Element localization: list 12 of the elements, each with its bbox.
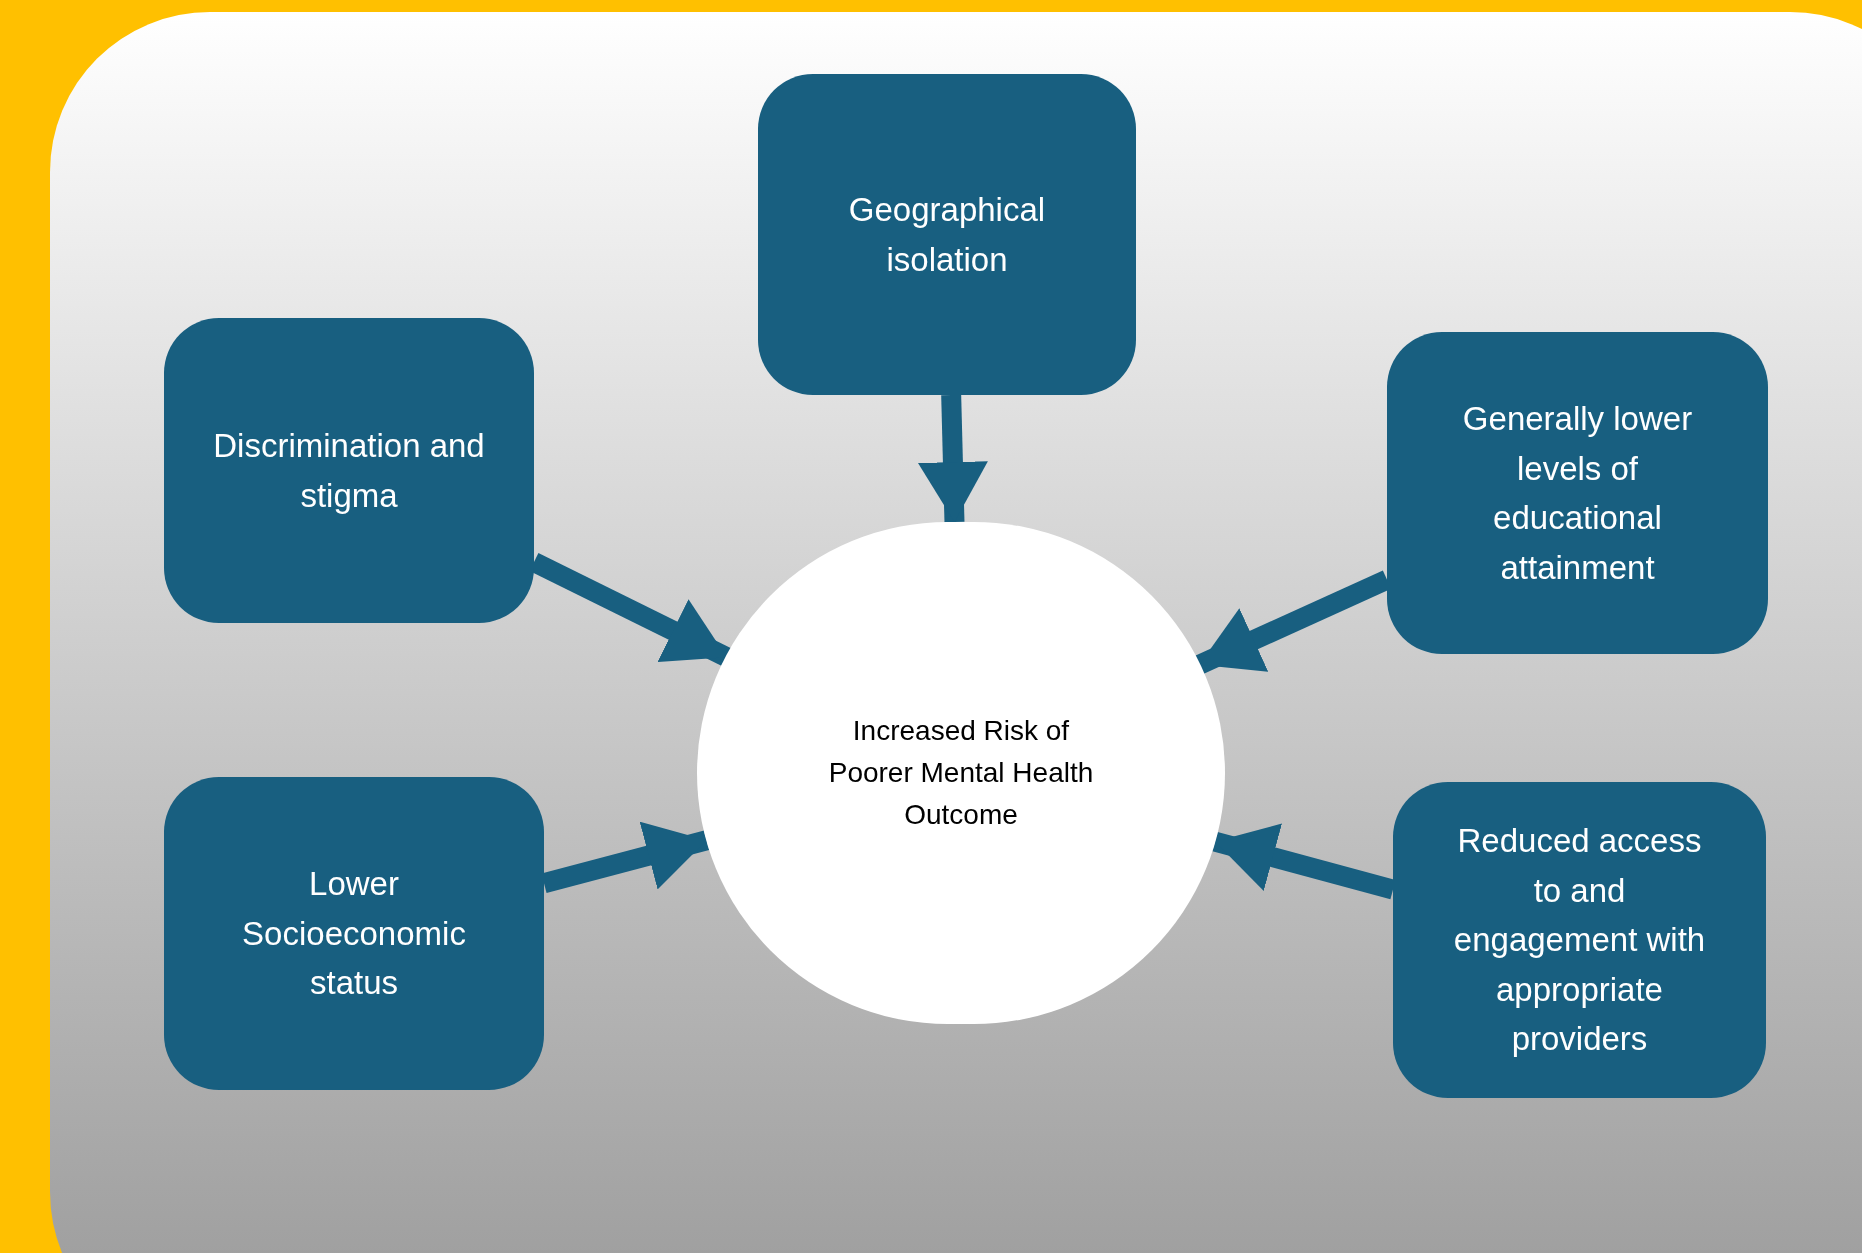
factor-box <box>1393 782 1766 1098</box>
factor-box <box>1387 332 1768 654</box>
factor-box <box>758 74 1136 395</box>
factor-box <box>164 777 544 1090</box>
outcome-text: Increased Risk of Poorer Mental Health Outcome <box>827 714 1095 832</box>
arrow <box>917 394 988 523</box>
factor-text: Generally lower levels of educational attainment <box>1461 399 1694 588</box>
factor-text: Geographical isolation <box>847 190 1047 280</box>
factor-text: Discrimination and stigma <box>212 426 486 516</box>
factor-box <box>164 318 534 623</box>
factor-text: Reduced access to and engagement with appropriate providers <box>1452 821 1707 1060</box>
factor-text: Lower Socioeconomic status <box>241 864 467 1004</box>
